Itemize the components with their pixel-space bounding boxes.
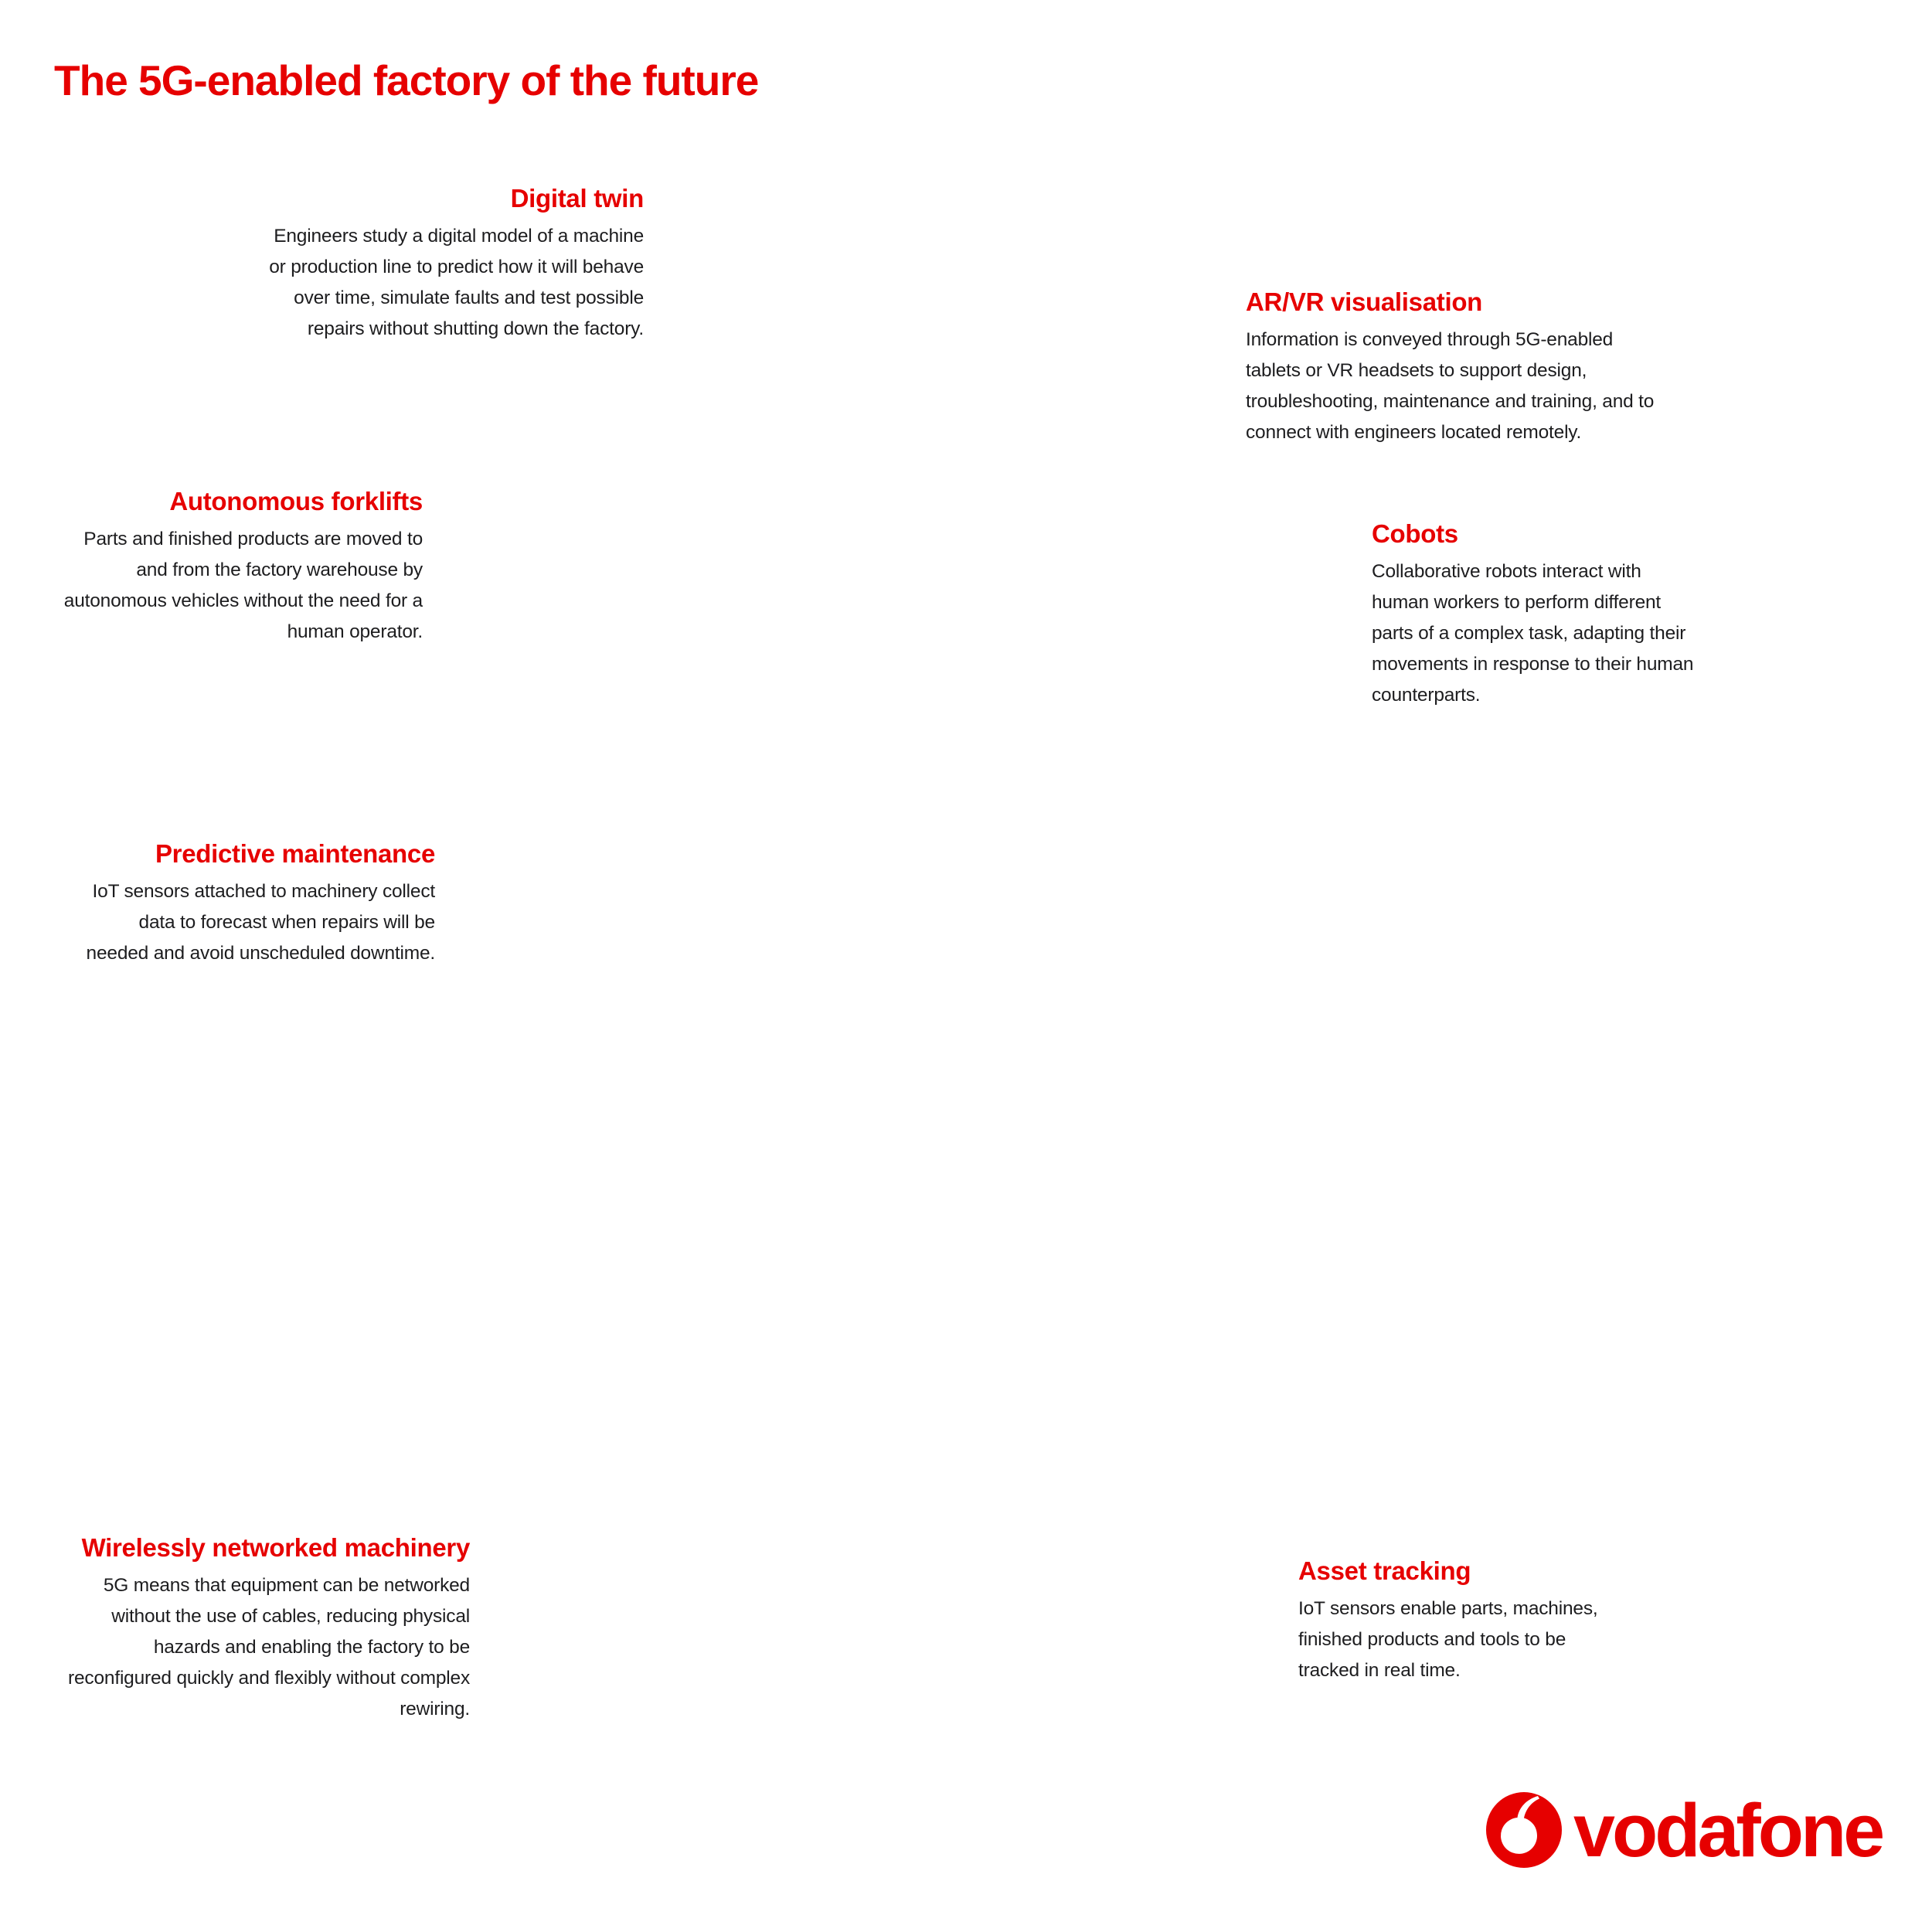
callout-asset-tracking: Asset tracking IoT sensors enable parts,… [1298,1556,1631,1686]
callout-body: 5G means that equipment can be networked… [68,1575,470,1719]
vodafone-speechmark-icon [1486,1792,1562,1868]
callout-body: IoT sensors attached to machinery collec… [86,881,436,964]
callout-body: Collaborative robots interact with human… [1372,561,1694,706]
callout-cobots: Cobots Collaborative robots interact wit… [1372,519,1696,711]
vodafone-logo: vodafone [1485,1787,1885,1872]
page-title: The 5G-enabled factory of the future [54,56,759,104]
callout-arvr-visualisation: AR/VR visualisation Information is conve… [1246,287,1663,448]
callout-title: Wirelessly networked machinery [81,1533,471,1562]
callout-body: Parts and finished products are moved to… [63,529,423,642]
callout-title: AR/VR visualisation [1246,287,1483,316]
vodafone-wordmark: vodafone [1573,1787,1885,1872]
callout-title: Cobots [1372,519,1458,548]
callout-body: Engineers study a digital model of a mac… [269,226,644,339]
callout-title: Asset tracking [1298,1556,1471,1585]
callout-body: IoT sensors enable parts, machines, fini… [1298,1598,1598,1681]
callout-autonomous-forklifts: Autonomous forklifts Parts and finished … [60,487,423,648]
callout-predictive-maintenance: Predictive maintenance IoT sensors attac… [80,839,436,969]
callout-body: Information is conveyed through 5G-enabl… [1246,329,1655,443]
callout-wirelessly-networked-machinery: Wirelessly networked machinery 5G means … [68,1533,470,1725]
callout-title: Autonomous forklifts [169,487,423,515]
callout-title: Digital twin [510,184,645,213]
callout-digital-twin: Digital twin Engineers study a digital m… [257,184,644,345]
callout-title: Predictive maintenance [155,839,435,868]
